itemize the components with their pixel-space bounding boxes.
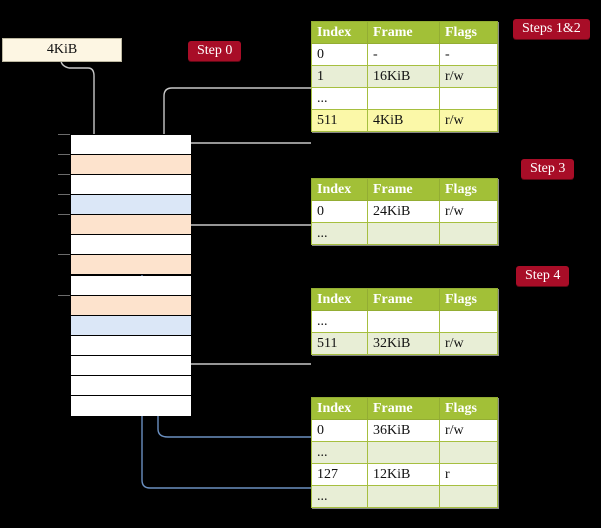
step-label-step-3: Step 3	[521, 159, 575, 179]
cell-frame: -	[367, 43, 440, 66]
cell-flags	[439, 441, 498, 464]
mem-block-3	[71, 195, 191, 216]
mem-block-4	[71, 215, 191, 236]
memory-tick-5	[58, 254, 70, 256]
mem-block-11	[71, 355, 191, 376]
physical-memory-stack	[70, 134, 191, 416]
cell-index: ...	[311, 222, 368, 245]
table-row[interactable]: ...	[311, 441, 498, 464]
cell-index: 511	[311, 332, 368, 355]
mem-block-6	[71, 255, 191, 276]
cell-flags	[439, 87, 498, 110]
cell-frame	[367, 441, 440, 464]
mem-block-1	[71, 155, 191, 176]
cell-index: ...	[311, 87, 368, 110]
column-header-frame: Frame	[367, 397, 440, 420]
cell-frame: 32KiB	[367, 332, 440, 355]
cell-index: ...	[311, 441, 368, 464]
cell-frame: 36KiB	[367, 419, 440, 442]
table-row[interactable]: ...	[311, 485, 498, 508]
cell-index: 1	[311, 65, 368, 88]
cell-flags: r/w	[439, 200, 498, 223]
cell-flags: -	[439, 43, 498, 66]
cell-flags: r/w	[439, 332, 498, 355]
mem-block-10	[71, 335, 191, 356]
cell-flags: r/w	[439, 65, 498, 88]
cell-index: 0	[311, 43, 368, 66]
source-frame-box: 4KiB	[2, 38, 122, 62]
column-header-index: Index	[311, 288, 368, 311]
mem-block-7	[71, 275, 191, 296]
memory-tick-0	[58, 134, 70, 135]
mem-block-2	[71, 175, 191, 196]
cell-flags	[439, 310, 498, 333]
step-label-steps-1-2: Steps 1&2	[513, 19, 590, 39]
cell-flags: r/w	[439, 109, 498, 132]
mem-block-9	[71, 315, 191, 336]
memory-tick-3	[58, 194, 70, 196]
column-header-frame: Frame	[367, 178, 440, 201]
column-header-flags: Flags	[439, 21, 498, 44]
table-row[interactable]: ...	[311, 222, 498, 245]
cell-frame: 12KiB	[367, 463, 440, 486]
mem-block-13	[71, 395, 191, 416]
memory-tick-4	[58, 214, 70, 216]
memory-tick-2	[58, 174, 70, 176]
cell-frame	[367, 485, 440, 508]
cell-flags	[439, 485, 498, 508]
cell-frame	[367, 87, 440, 110]
cell-flags: r	[439, 463, 498, 486]
cell-index: 127	[311, 463, 368, 486]
cell-frame: 4KiB	[367, 109, 440, 132]
mem-block-8	[71, 295, 191, 316]
mem-block-12	[71, 375, 191, 396]
cell-flags: r/w	[439, 419, 498, 442]
cell-flags	[439, 222, 498, 245]
table-row[interactable]: 0--	[311, 43, 498, 66]
cell-index: 0	[311, 200, 368, 223]
cell-index: 511	[311, 109, 368, 132]
step-label-step-0: Step 0	[188, 41, 242, 61]
memory-tick-6	[58, 294, 70, 296]
column-header-flags: Flags	[439, 397, 498, 420]
column-header-index: Index	[311, 21, 368, 44]
step-label-step-4: Step 4	[516, 266, 570, 286]
column-header-frame: Frame	[367, 288, 440, 311]
column-header-index: Index	[311, 397, 368, 420]
cell-index: 0	[311, 419, 368, 442]
table-row[interactable]: ...	[311, 87, 498, 110]
wire-step3-table3-to-memory	[169, 224, 311, 266]
table-row[interactable]: ...	[311, 310, 498, 333]
column-header-flags: Flags	[439, 178, 498, 201]
column-header-index: Index	[311, 178, 368, 201]
cell-index: ...	[311, 485, 368, 508]
mem-block-0	[71, 135, 191, 156]
memory-tick-1	[58, 154, 70, 156]
cell-frame: 24KiB	[367, 200, 440, 223]
mem-block-5	[71, 235, 191, 256]
column-header-frame: Frame	[367, 21, 440, 44]
cell-frame: 16KiB	[367, 65, 440, 88]
cell-frame	[367, 222, 440, 245]
cell-frame	[367, 310, 440, 333]
cell-index: ...	[311, 310, 368, 333]
column-header-flags: Flags	[439, 288, 498, 311]
